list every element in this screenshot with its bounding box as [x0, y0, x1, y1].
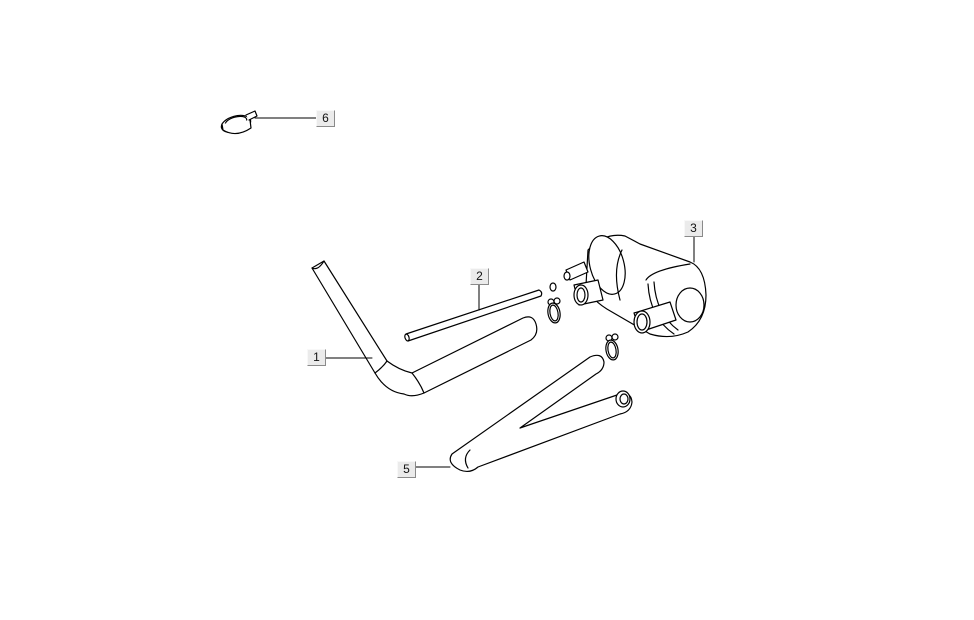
bent-hose-part-1[interactable] [311, 260, 538, 397]
y-hose-part-5[interactable] [415, 354, 633, 473]
callout-part-2[interactable]: 2 [470, 268, 489, 285]
hose-clamp-part-6[interactable] [219, 110, 317, 136]
callout-part-5[interactable]: 5 [397, 461, 416, 478]
valve-body-part-3[interactable] [563, 232, 707, 338]
thin-tube-part-2[interactable] [404, 281, 543, 342]
callout-part-1[interactable]: 1 [307, 349, 326, 366]
spring-clips[interactable] [546, 282, 619, 361]
callout-part-3[interactable]: 3 [684, 220, 703, 237]
callout-part-6[interactable]: 6 [316, 110, 335, 127]
